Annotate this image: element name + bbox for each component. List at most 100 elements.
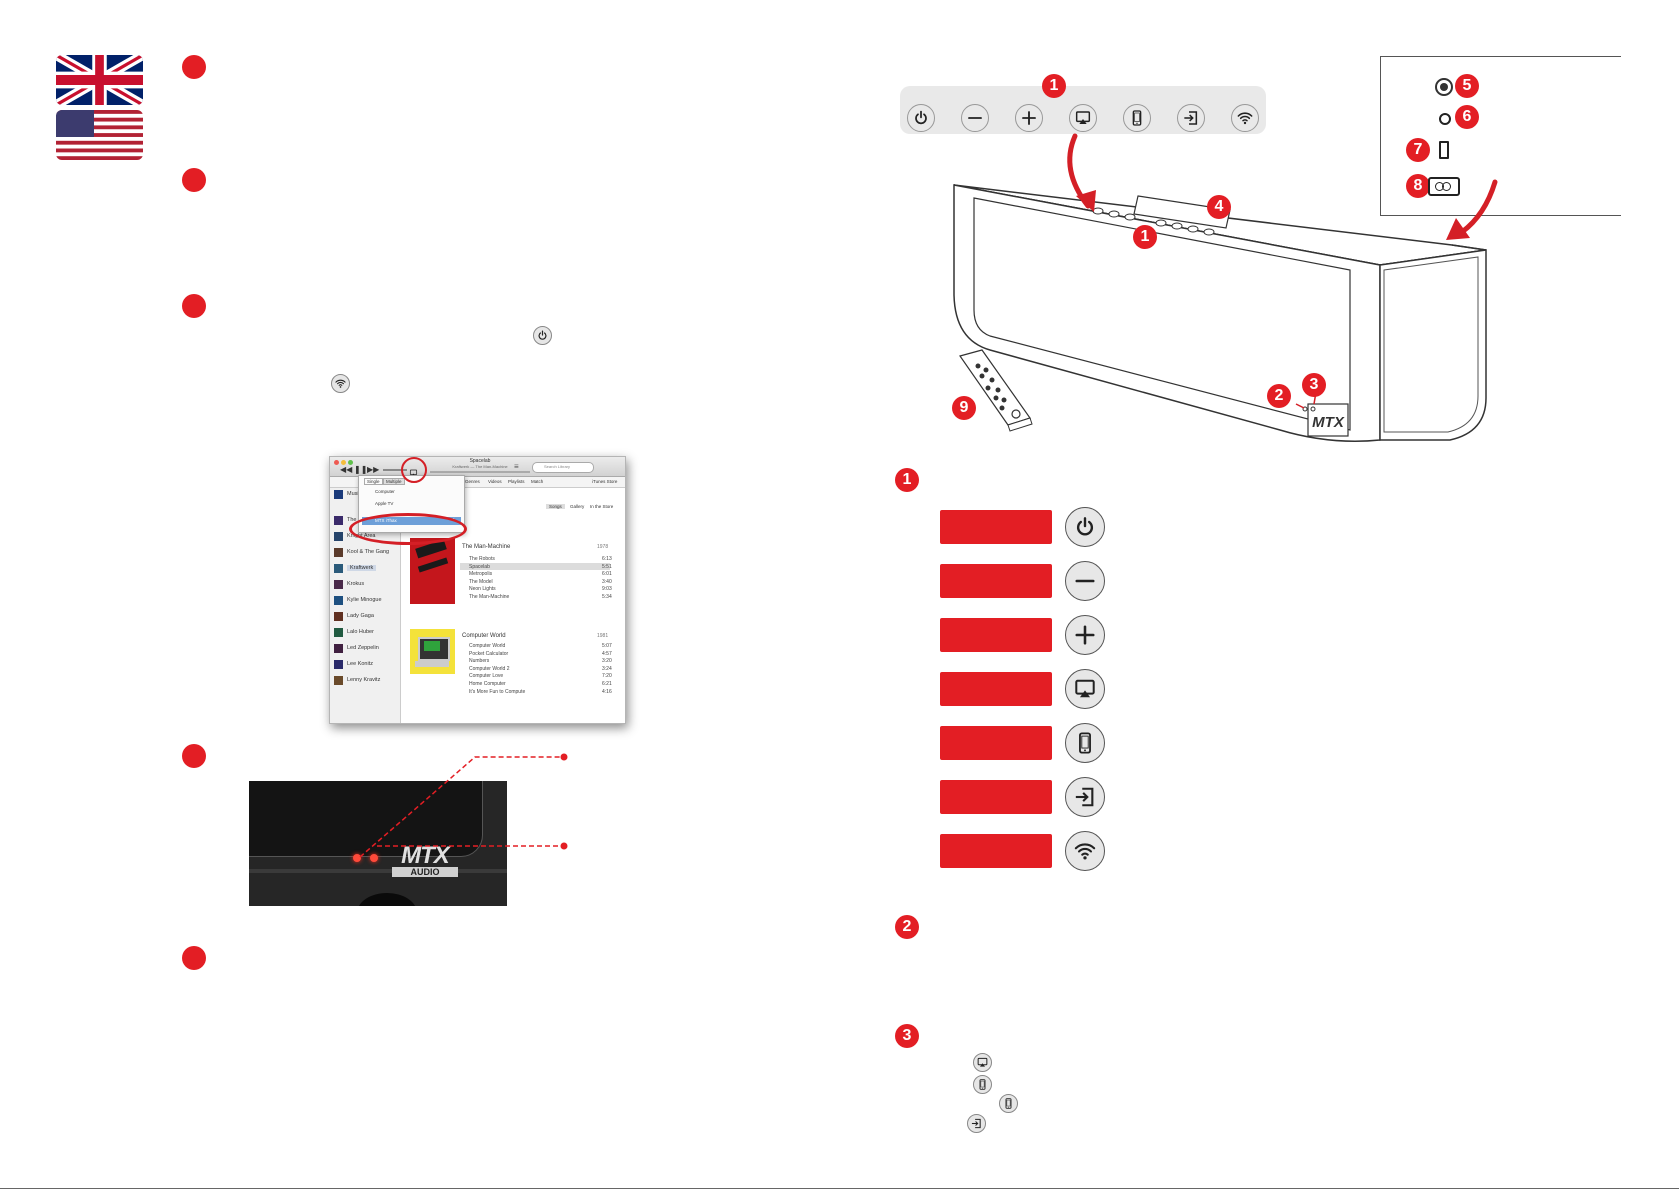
track-name[interactable]: The Robots bbox=[469, 556, 495, 562]
album-art bbox=[410, 629, 455, 674]
plus-icon bbox=[1065, 615, 1105, 655]
speaker-illustration: MTX bbox=[953, 133, 1498, 442]
track-highlight bbox=[460, 563, 610, 570]
window-zoom-icon[interactable] bbox=[348, 460, 353, 465]
list-icon[interactable]: ≡ bbox=[514, 462, 519, 471]
step-dot bbox=[182, 946, 206, 970]
sidebar-item[interactable]: Led Zeppelin bbox=[347, 645, 379, 651]
pause-icon[interactable]: ❚❚ bbox=[354, 465, 368, 474]
track-name[interactable]: The Model bbox=[469, 578, 493, 585]
airplay-icon bbox=[973, 1053, 992, 1072]
legend-bar bbox=[940, 834, 1052, 868]
track-name[interactable]: Computer World bbox=[469, 643, 506, 649]
legend-bar bbox=[940, 510, 1052, 544]
usb-port-icon bbox=[1439, 141, 1449, 159]
track-name[interactable]: Numbers bbox=[469, 658, 490, 665]
track-name[interactable]: Neon Lights bbox=[469, 586, 496, 593]
artist-thumbnail bbox=[334, 628, 343, 637]
itunes-window: ◀◀ ❚❚ ▶▶ Spacelab Kraftwerk — The Man-Ma… bbox=[329, 456, 626, 724]
wifi-icon bbox=[1231, 104, 1259, 132]
view-tab[interactable]: In the Store bbox=[590, 504, 614, 509]
track-time: 9:03 bbox=[602, 586, 612, 593]
search-input[interactable] bbox=[532, 462, 594, 473]
track-name[interactable]: Pocket Calculator bbox=[469, 650, 509, 657]
uk-flag bbox=[56, 55, 143, 105]
aux-jack-icon bbox=[1435, 78, 1453, 96]
track-time: 4:57 bbox=[602, 650, 612, 657]
highlight-ring bbox=[349, 513, 467, 545]
window-minimize-icon[interactable] bbox=[341, 460, 346, 465]
bottom-rule bbox=[0, 1188, 1679, 1189]
progress-bar[interactable] bbox=[430, 471, 530, 473]
device-computer[interactable]: Computer bbox=[375, 489, 395, 494]
reset-pinhole-icon bbox=[1439, 113, 1451, 125]
track-name[interactable]: The Man-Machine bbox=[469, 594, 510, 600]
track-name[interactable]: Computer Love bbox=[469, 673, 504, 680]
sidebar-item[interactable]: Lalo Huber bbox=[347, 629, 374, 635]
view-tab[interactable]: Songs bbox=[546, 504, 565, 509]
track-time: 3:24 bbox=[602, 665, 612, 672]
artist-thumbnail bbox=[334, 564, 343, 573]
callout-number: 3 bbox=[1302, 373, 1326, 397]
sidebar-item[interactable]: Lee Konitz bbox=[347, 661, 373, 667]
device-appletv[interactable]: Apple TV bbox=[375, 501, 394, 506]
forward-icon[interactable]: ▶▶ bbox=[367, 465, 380, 474]
search-placeholder: Search Library bbox=[544, 464, 571, 469]
track-time: 5:34 bbox=[602, 594, 612, 600]
plus-icon bbox=[1015, 104, 1043, 132]
sidebar-item[interactable]: Kylie Minogue bbox=[347, 597, 382, 603]
sidebar-item[interactable]: Lenny Kravitz bbox=[347, 677, 381, 683]
track-name[interactable]: Metropolis bbox=[469, 571, 493, 578]
track-name[interactable]: Computer World 2 bbox=[469, 665, 510, 672]
sidebar-item[interactable]: Lady Gaga bbox=[347, 613, 374, 619]
legend-bar bbox=[940, 672, 1052, 706]
track-name[interactable]: Home Computer bbox=[469, 681, 506, 687]
phone-icon bbox=[1065, 723, 1105, 763]
sidebar-item[interactable]: Kraftwerk bbox=[347, 565, 377, 571]
nav-tab[interactable]: Playlists bbox=[508, 479, 525, 484]
album-title: The Man-Machine bbox=[462, 544, 511, 550]
legend-bar bbox=[940, 780, 1052, 814]
sidebar-item[interactable]: Krokus bbox=[347, 581, 365, 587]
track-name[interactable]: Spacelab bbox=[469, 563, 490, 570]
artist-thumbnail bbox=[334, 516, 343, 525]
track-time: 3:20 bbox=[602, 658, 612, 665]
sidebar-item[interactable]: Kool & The Gang bbox=[347, 549, 390, 555]
callout-number: 6 bbox=[1455, 105, 1479, 129]
device-tab-multiple[interactable]: Multiple bbox=[383, 478, 405, 485]
input-icon bbox=[1177, 104, 1205, 132]
nav-tab[interactable]: Genres bbox=[465, 479, 480, 484]
nav-tab[interactable]: iTunes Store bbox=[592, 479, 618, 484]
legend-bar bbox=[940, 618, 1052, 652]
sidebar-item[interactable]: Music bbox=[347, 491, 362, 497]
airplay-icon bbox=[1069, 104, 1097, 132]
artist-thumbnail bbox=[334, 676, 343, 685]
album-year: 1981 bbox=[597, 633, 609, 639]
volume-slider[interactable] bbox=[383, 469, 407, 471]
window-close-icon[interactable] bbox=[334, 460, 339, 465]
phone-icon bbox=[999, 1094, 1018, 1113]
track-time: 6:21 bbox=[602, 681, 612, 687]
step-dot bbox=[182, 55, 206, 79]
rewind-icon[interactable]: ◀◀ bbox=[340, 465, 353, 474]
track-name[interactable]: It's More Fun to Compute bbox=[469, 688, 526, 695]
callout-number: 1 bbox=[1042, 74, 1066, 98]
nav-tab[interactable]: Match bbox=[531, 479, 544, 484]
nav-tab[interactable]: Videos bbox=[488, 479, 502, 484]
device-tab-single[interactable]: Single bbox=[364, 478, 383, 485]
power-inlet-icon bbox=[1428, 177, 1460, 196]
album-art bbox=[410, 538, 455, 604]
artist-thumbnail bbox=[334, 532, 343, 541]
artist-thumbnail bbox=[334, 644, 343, 653]
artist-thumbnail bbox=[334, 490, 343, 499]
airplay-icon bbox=[1065, 669, 1105, 709]
us-flag bbox=[56, 110, 143, 160]
minus-icon bbox=[961, 104, 989, 132]
section-number: 1 bbox=[895, 468, 919, 492]
artist-thumbnail bbox=[334, 612, 343, 621]
power-icon bbox=[1065, 507, 1105, 547]
step-dot bbox=[182, 168, 206, 192]
track-time: 4:16 bbox=[602, 688, 612, 695]
view-tab[interactable]: Gallery bbox=[570, 504, 585, 509]
callout-number: 8 bbox=[1406, 174, 1430, 198]
